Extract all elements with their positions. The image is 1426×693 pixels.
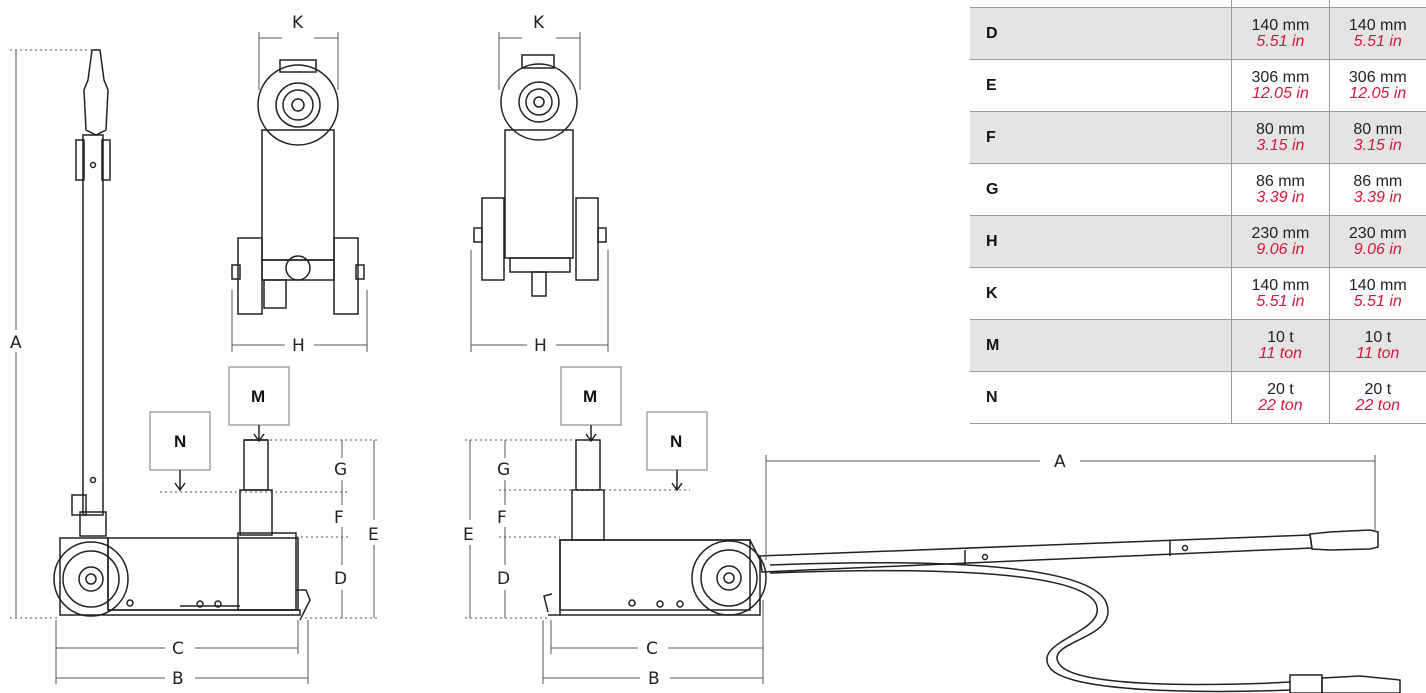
metric-value: 10 t [1364,328,1392,346]
dim-label-d-left: D [334,569,347,589]
imperial-value: 5.51 in [1353,32,1402,50]
dim-label-a-vertical: A [10,333,22,353]
metric-value: 20 t [1267,380,1294,398]
metric-value: 140 mm [1348,16,1407,34]
dim-label-d-right: D [497,569,510,589]
imperial-value: 11 ton [1356,344,1400,362]
spec-key: F [970,111,1232,164]
load-label-m-left: M [251,387,265,406]
spec-key: H [970,215,1232,268]
spec-key: M [970,319,1232,372]
dim-label-f-right: F [497,508,507,528]
dim-label-c-left: C [172,639,184,659]
dim-label-b-left: B [172,669,184,689]
spec-key: E [970,59,1232,112]
dim-label-e-left: E [368,525,379,545]
spec-key: G [970,163,1232,216]
dim-label-e-right: E [463,525,474,545]
dim-label-c-right: C [646,639,658,659]
load-label-m-right: M [583,387,597,406]
dim-label-k-right: K [533,13,545,33]
dim-label-g-left: G [334,460,347,480]
metric-value: 306 mm [1251,68,1310,86]
metric-value: 140 mm [1251,276,1310,294]
imperial-value: 9.06 in [1256,240,1305,258]
dim-label-k-left: K [292,13,304,33]
imperial-value: 22 ton [1258,396,1303,414]
dim-label-h-left: H [292,336,305,356]
load-label-n-right: N [670,432,682,451]
metric-value: 10 t [1267,328,1294,346]
metric-value: 230 mm [1251,224,1310,242]
dimension-lines [10,32,1376,684]
imperial-value: 12.05 in [1251,84,1309,102]
imperial-value: 11 ton [1258,344,1303,362]
front-view-right [473,54,607,297]
metric-value: 86 mm [1353,172,1403,190]
metric-value: 80 mm [1353,120,1403,138]
dim-label-a-horizontal: A [1054,452,1066,472]
metric-value: 140 mm [1348,276,1407,294]
side-view-horizontal [543,439,1401,693]
front-view-left [231,59,365,315]
metric-value: 86 mm [1255,172,1305,190]
metric-value: 140 mm [1251,16,1310,34]
metric-value: 230 mm [1348,224,1407,242]
dim-label-g-right: G [497,460,510,480]
imperial-value: 22 ton [1355,396,1401,414]
load-label-n-left: N [174,432,186,451]
imperial-value: 5.51 in [1256,292,1305,310]
metric-value: 20 t [1364,380,1392,398]
side-view-upright [53,49,311,621]
metric-value: 306 mm [1348,68,1407,86]
spec-key: N [970,371,1232,424]
imperial-value: 12.05 in [1349,84,1407,102]
imperial-value: 5.51 in [1353,292,1402,310]
spec-key: K [970,267,1232,320]
imperial-value: 3.39 in [1353,188,1402,206]
imperial-value: 9.06 in [1353,240,1402,258]
imperial-value: 3.15 in [1353,136,1402,154]
metric-value: 80 mm [1255,120,1305,138]
spec-table-top [970,0,1426,8]
imperial-value: 3.15 in [1256,136,1305,154]
spec-key: D [970,7,1232,60]
imperial-value: 5.51 in [1256,32,1305,50]
dim-label-b-right: B [648,669,660,689]
imperial-value: 3.39 in [1256,188,1305,206]
dim-label-h-right: H [534,336,547,356]
dim-label-f-left: F [334,508,344,528]
